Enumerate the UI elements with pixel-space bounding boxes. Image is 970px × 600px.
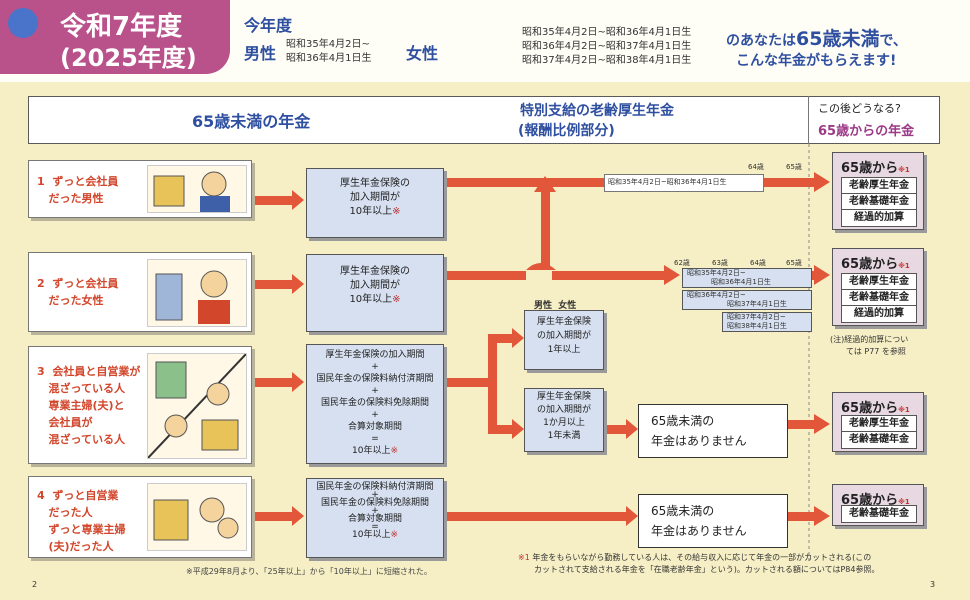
column-title-bar xyxy=(28,96,940,144)
under65-title: 65歳未満の年金 xyxy=(192,112,311,131)
special-pension-title: 特別支給の老齢厚生年金 xyxy=(520,103,674,119)
result-box-1: 65歳から※1 老齢厚生年金 老齢基礎年金 経過的加算 xyxy=(832,152,924,230)
row-card-1: 1 ずっと会社員 だった男性 xyxy=(28,160,252,218)
row-2-label: 2 ずっと会社員 だった女性 xyxy=(37,277,119,307)
year-badge xyxy=(0,0,230,74)
year-label: 令和7年度 xyxy=(60,12,183,42)
after-question: この後どうなる? xyxy=(818,102,901,115)
result-3-kiso: 老齢基礎年金 xyxy=(841,431,917,449)
condition-box-3: 厚生年金保険の加入期間+ 国民年金の保険料納付済期間+ 国民年金の保険料免除期間… xyxy=(306,344,444,464)
female-period-3: 昭和37年4月2日~昭和38年4月1日生 xyxy=(722,312,812,332)
special-pension-sub: (報酬比例部分) xyxy=(518,123,615,139)
female-birth-ranges: 昭和35年4月2日~昭和36年4月1日生 昭和36年4月2日~昭和37年4月1日… xyxy=(522,27,692,66)
office-worker-man-illustration xyxy=(147,165,247,213)
condition-box-1: 厚生年金保険の加入期間が 10年以上※ xyxy=(306,168,444,238)
result-4-kiso: 老齢基礎年金 xyxy=(841,505,917,523)
tagline-line-1: のあなたは65歳未満で、 xyxy=(726,28,907,50)
result-box-2: 65歳から※1 老齢厚生年金 老齢基礎年金 経過的加算 xyxy=(832,248,924,326)
condition-box-2: 厚生年金保険の加入期間が 10年以上※ xyxy=(306,254,444,332)
result-box-4: 65歳から※1 老齢基礎年金 xyxy=(832,484,924,526)
no-pension-box-1: 65歳未満の年金はありません xyxy=(638,404,788,458)
result-2-kasan: 経過的加算 xyxy=(841,305,917,323)
condition-box-4: 国民年金の保険料納付済期間+ 国民年金の保険料免除期間+ 合算対象期間= 10年… xyxy=(306,478,444,558)
age-62-label: 62歳 xyxy=(674,259,690,267)
page-number-right: 3 xyxy=(930,580,936,589)
self-employed-illustration xyxy=(147,483,247,551)
no-pension-box-2: 65歳未満の年金はありません xyxy=(638,494,788,548)
male-birth-range: 昭和35年4月2日~昭和36年4月1日生 xyxy=(286,39,372,64)
year-sub: (2025年度) xyxy=(60,44,197,72)
title-separator xyxy=(808,96,809,144)
footer-right-note: ※1 年金をもらいながら勤務している人は、その給与収入に応じて年金の一部がカット… xyxy=(518,553,880,574)
result-1-title: 65歳から※1 xyxy=(841,161,910,176)
result-box-3: 65歳から※1 老齢厚生年金 老齢基礎年金 xyxy=(832,392,924,452)
row-3-label: 3 会社員と自営業が 混ざっている人 専業主婦(夫)と 会社員が 混ざっている人 xyxy=(37,365,141,446)
page-number-left: 2 xyxy=(32,580,38,589)
male-label: 男性 xyxy=(244,44,277,63)
result-4-title: 65歳から※1 xyxy=(841,493,910,508)
age-65-label: 65歳 xyxy=(786,163,802,171)
tagline-line-2: こんな年金がもらえます! xyxy=(736,53,897,69)
age-64-label: 64歳 xyxy=(748,163,764,171)
female-period-1: 昭和35年4月2日~昭和36年4月1日生 xyxy=(682,268,812,288)
row-card-4: 4 ずっと自営業 だった人 ずっと専業主婦 (夫)だった人 xyxy=(28,476,252,558)
age-63-label: 63歳 xyxy=(712,259,728,267)
office-worker-woman-illustration xyxy=(147,259,247,327)
footer-left-note: ※平成29年8月より、「25年以上」から「10年以上」に短縮された。 xyxy=(186,567,432,576)
result-1-kasan: 経過的加算 xyxy=(841,209,917,227)
age-64b-label: 64歳 xyxy=(750,259,766,267)
result-3-title: 65歳から※1 xyxy=(841,401,910,416)
this-year-label: 今年度 xyxy=(244,16,293,35)
row-card-3: 3 会社員と自営業が 混ざっている人 専業主婦(夫)と 会社員が 混ざっている人 xyxy=(28,346,252,464)
mixed-workers-illustration xyxy=(147,353,247,459)
male-period-bar xyxy=(604,174,764,192)
row-4-label: 4 ずっと自営業 だった人 ずっと専業主婦 (夫)だった人 xyxy=(37,489,126,553)
female-period-2: 昭和36年4月2日~昭和37年4月1日生 xyxy=(682,290,812,310)
female-label: 女性 xyxy=(406,44,439,63)
badge-dot-icon xyxy=(8,8,38,38)
kasan-note: (注)経過的加算については P77 を参照 xyxy=(830,335,909,356)
age-65b-label: 65歳 xyxy=(786,259,802,267)
male-female-labels: 男性 女性 xyxy=(534,301,577,311)
result-2-title: 65歳から※1 xyxy=(841,257,910,272)
after-65-title: 65歳からの年金 xyxy=(818,124,915,139)
male-period-range: 昭和35年4月2日~昭和36年4月1日生 xyxy=(608,178,727,186)
row-1-label: 1 ずっと会社員 だった男性 xyxy=(37,175,119,205)
row-card-2: 2 ずっと会社員 だった女性 xyxy=(28,252,252,332)
